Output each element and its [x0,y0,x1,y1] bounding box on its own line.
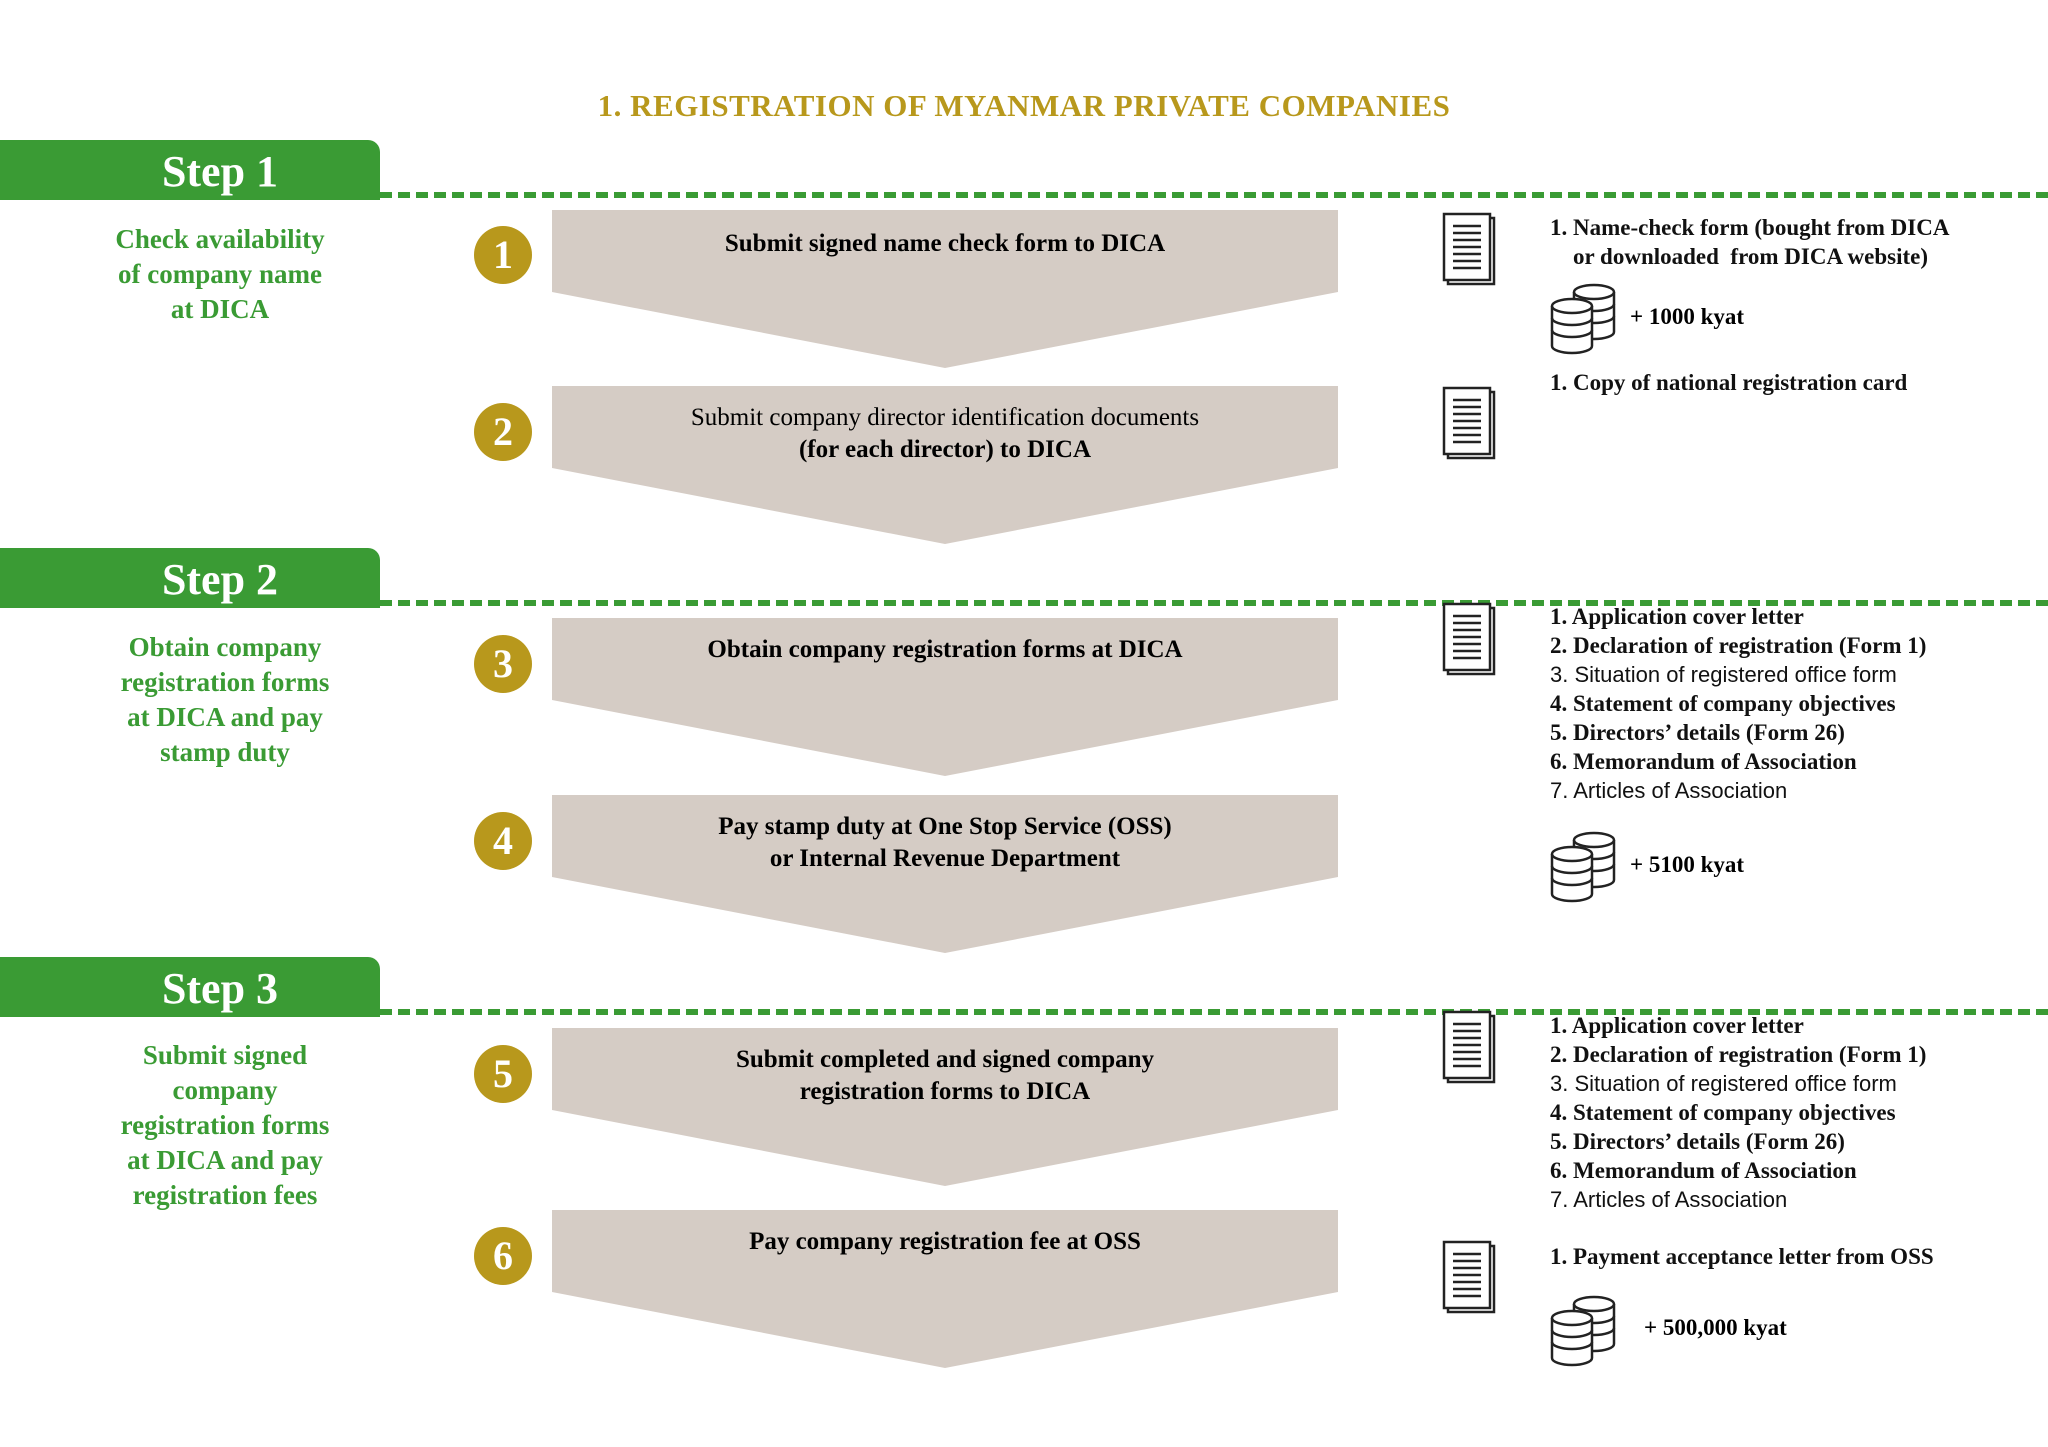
task-3-chevron [552,618,1338,776]
task-1-documents: 1. Name-check form (bought from DICA or … [1550,213,1949,271]
task-3-text: Obtain company registration forms at DIC… [552,634,1338,666]
task-5-line: registration forms to DICA [799,1078,1091,1105]
step-2-desc-line: stamp duty [160,737,290,767]
task-4-number: 4 [474,812,532,870]
step-1-desc-line: Check availability [115,224,325,254]
task-2-text: Submit company director identification d… [552,402,1338,466]
step-1-divider [380,192,2048,198]
step-2-description: Obtain company registration forms at DIC… [65,630,385,770]
document-icon [1442,1010,1496,1084]
step-3-desc-line: registration forms [120,1110,330,1140]
document-item: 5. Directors’ details (Form 26) [1550,1129,1845,1154]
step-3-desc-line: Submit signed [142,1040,308,1070]
task-4-line: Pay stamp duty at One Stop Service (OSS) [718,813,1172,840]
step-1-label: Step 1 [161,147,279,196]
task-6-line: Pay company registration fee at OSS [749,1228,1141,1255]
task-1-line: Submit signed name check form to DICA [724,230,1166,257]
task-2-line: (for each director) to DICA [798,436,1092,463]
step-2-label: Step 2 [161,555,279,604]
step-2-documents: 1. Application cover letter 2. Declarati… [1550,602,1926,805]
step-3-label: Step 3 [161,964,279,1013]
fee-name-check: + 1000 kyat [1630,304,1745,329]
document-icon [1442,1240,1496,1314]
document-item: 7. Articles of Association [1550,778,1788,803]
document-item: 5. Directors’ details (Form 26) [1550,720,1845,745]
step-1-desc-line: at DICA [170,294,270,324]
task-5-line: Submit completed and signed company [735,1046,1155,1073]
task-1-number: 1 [474,226,532,284]
document-item: 3. Situation of registered office form [1550,662,1897,687]
document-item: or downloaded from DICA website) [1550,244,1929,269]
step-2-desc-line: registration forms [120,667,330,697]
document-item: 4. Statement of company objectives [1550,1100,1896,1125]
fee-registration: + 500,000 kyat [1644,1315,1787,1340]
document-item: 4. Statement of company objectives [1550,691,1896,716]
task-5-number: 5 [474,1045,532,1103]
document-item: 3. Situation of registered office form [1550,1071,1897,1096]
document-icon [1442,386,1496,460]
task-5-text: Submit completed and signed company regi… [552,1044,1338,1108]
step-3-documents: 1. Application cover letter 2. Declarati… [1550,1011,1926,1214]
step-3-desc-line: company [172,1075,278,1105]
task-4-line: or Internal Revenue Department [769,845,1121,872]
document-item: 6. Memorandum of Association [1550,749,1857,774]
task-1-chevron [552,210,1338,368]
document-item: 1. Name-check form (bought from DICA [1550,215,1950,240]
coin-stack-icon [1550,283,1616,355]
coin-stack-icon [1550,1295,1616,1367]
document-item: 6. Memorandum of Association [1550,1158,1857,1183]
document-item: 7. Articles of Association [1550,1187,1788,1212]
task-2-number: 2 [474,403,532,461]
step-3-divider [380,1009,2048,1015]
task-4-chevron [552,795,1338,953]
document-item: 2. Declaration of registration (Form 1) [1550,633,1927,658]
task-6-text: Pay company registration fee at OSS [552,1226,1338,1258]
step-1-description: Check availability of company name at DI… [60,222,380,327]
step-2-desc-line: Obtain company [128,632,322,662]
document-icon [1442,602,1496,676]
step-3-tab: Step 3 [0,957,380,1017]
document-item: 1. Application cover letter [1550,1013,1804,1038]
task-6-chevron [552,1210,1338,1368]
task-1-text: Submit signed name check form to DICA [552,228,1338,260]
step-1-desc-line: of company name [118,259,322,289]
step-1-tab: Step 1 [0,140,380,200]
diagram-title: 1. REGISTRATION OF MYANMAR PRIVATE COMPA… [597,88,1451,123]
document-item: 2. Declaration of registration (Form 1) [1550,1042,1927,1067]
task-2-line: Submit company director identification d… [690,404,1200,431]
task-2-chevron [552,386,1338,544]
coin-stack-icon [1550,831,1616,903]
fee-stamp-duty: + 5100 kyat [1630,852,1745,877]
document-item: 1. Copy of national registration card [1550,370,1908,395]
task-2-documents: 1. Copy of national registration card [1550,368,1907,397]
step-2-divider [380,600,2048,606]
step-3-desc-line: registration fees [132,1180,318,1210]
task-5-chevron [552,1028,1338,1186]
task-3-line: Obtain company registration forms at DIC… [707,636,1183,663]
document-icon [1442,212,1496,286]
task-3-number: 3 [474,635,532,693]
document-item: 1. Payment acceptance letter from OSS [1550,1244,1934,1269]
document-item: 1. Application cover letter [1550,604,1804,629]
step-2-desc-line: at DICA and pay [127,702,323,732]
step-2-tab: Step 2 [0,548,380,608]
task-4-text: Pay stamp duty at One Stop Service (OSS)… [552,811,1338,875]
task-6-documents: 1. Payment acceptance letter from OSS [1550,1242,1934,1271]
task-6-number: 6 [474,1227,532,1285]
step-3-desc-line: at DICA and pay [127,1145,323,1175]
step-3-description: Submit signed company registration forms… [65,1038,385,1213]
